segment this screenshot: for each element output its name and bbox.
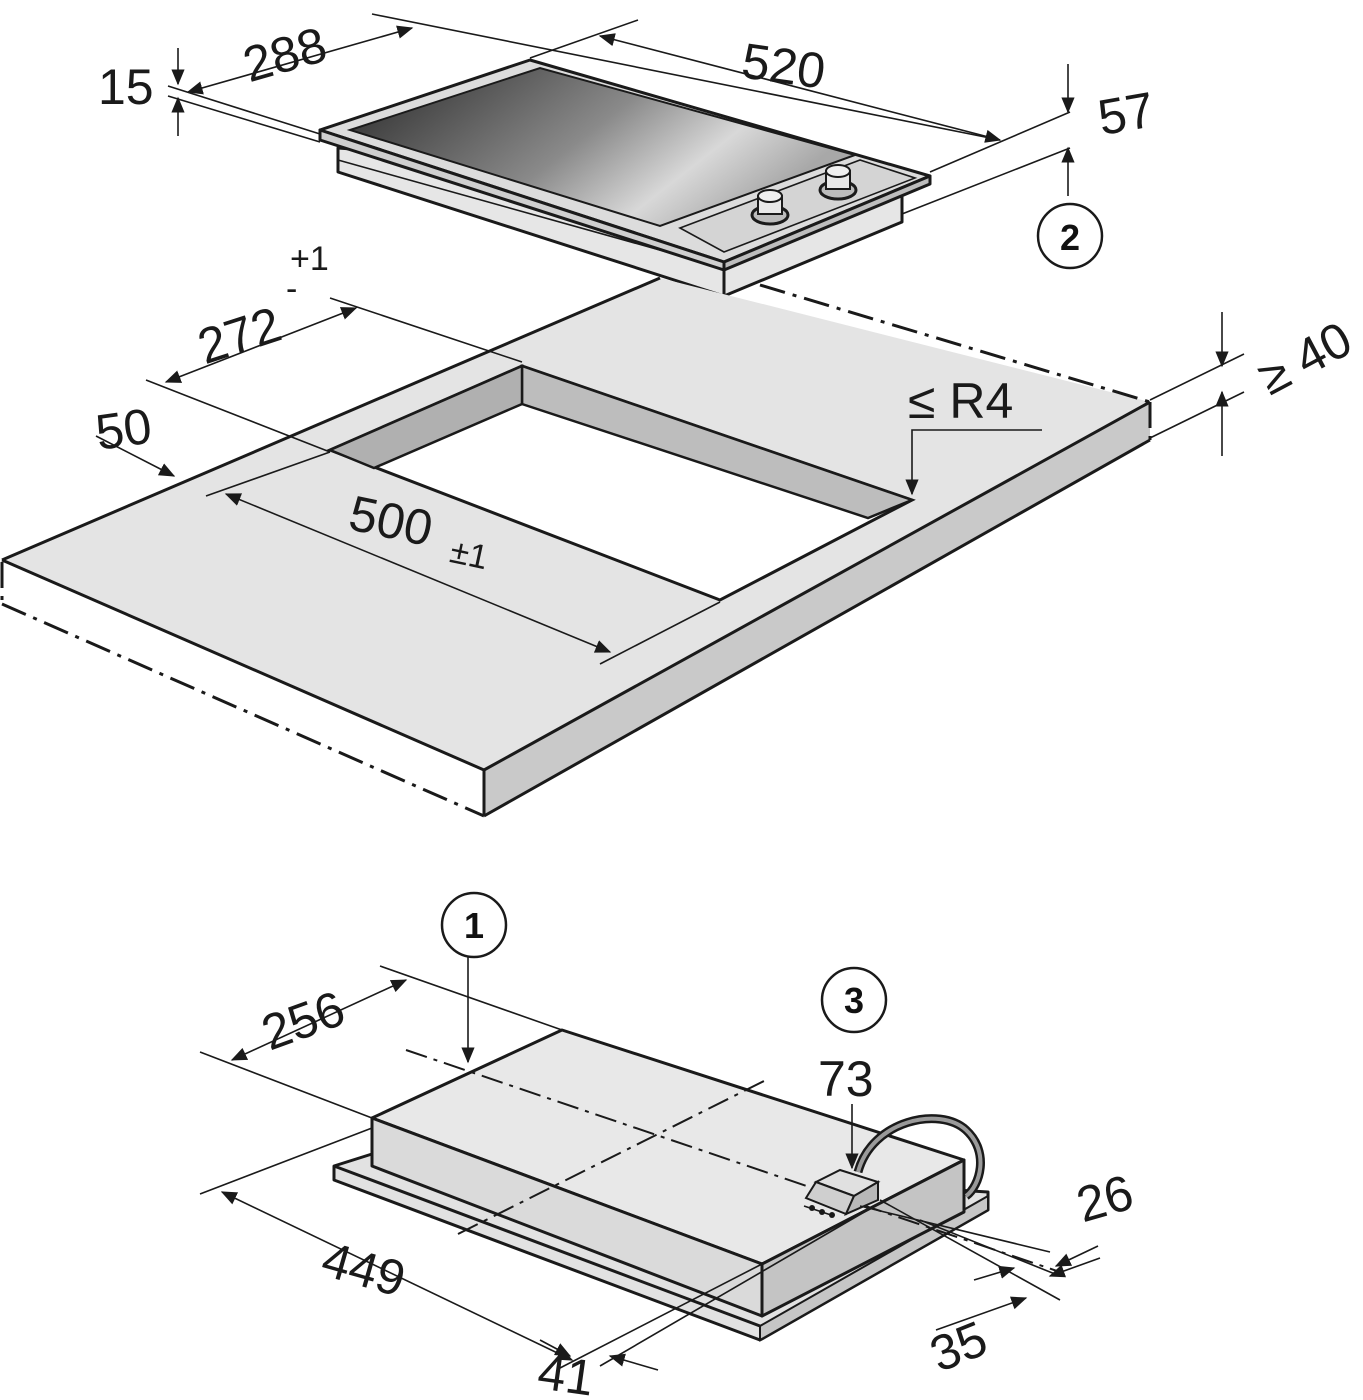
cutout-depth-tolerance-minus: -: [286, 270, 297, 308]
terminal-box: [803, 1168, 881, 1218]
control-knob-right: [818, 164, 858, 201]
corner-radius-label: ≤ R4: [908, 373, 1013, 429]
underside-housing-side: [760, 1158, 966, 1318]
callout-2-number: 2: [1060, 217, 1080, 258]
worktop-front-edge: [484, 402, 1150, 816]
control-strip: [678, 159, 918, 253]
glass-ceramic-surface: [346, 66, 859, 228]
hob-underside: [332, 1028, 1061, 1342]
hob-appliance: [318, 58, 932, 298]
connection-height-label: 73: [818, 1051, 874, 1107]
connection-offset-c-label: 41: [535, 1343, 598, 1400]
cutout-depth-tolerance-plus: +1: [290, 240, 329, 278]
hob-frame-side: [722, 174, 932, 272]
worktop: [0, 276, 1152, 818]
connection-offset-a-label: 26: [1070, 1164, 1139, 1233]
hob-height-label: 57: [1094, 81, 1159, 146]
callout-1-number: 1: [464, 905, 484, 946]
hob-depth-label: 288: [237, 16, 333, 93]
callout-1-circle: [440, 891, 508, 959]
underside-width-label: 449: [316, 1231, 412, 1308]
cutout-wall-left: [326, 364, 524, 470]
front-clearance-label: 50: [92, 398, 155, 461]
connection-offset-b-label: 35: [922, 1310, 995, 1383]
cutout-width-tolerance: ±1: [447, 532, 492, 577]
frame-thickness-label: 15: [98, 59, 154, 115]
callout-3-number: 3: [844, 980, 864, 1021]
control-knob-left: [750, 189, 790, 226]
underside-depth-label: 256: [254, 980, 352, 1061]
callout-2-circle: [1036, 202, 1104, 270]
underside-dimensions: 256 449 41 1 3 73 26 35: [199, 891, 1139, 1400]
cutout-depth-label: 272: [191, 296, 288, 375]
callout-3-circle: [820, 966, 888, 1034]
hob-width-label: 520: [738, 33, 828, 100]
worktop-thickness-label: ≥ 40: [1249, 311, 1361, 406]
